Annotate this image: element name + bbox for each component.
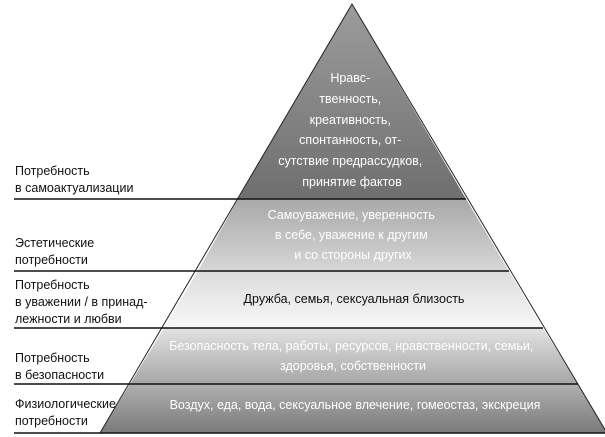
tier-text-physiological: Воздух, еда, вода, сексуальное влечение,… [170, 398, 541, 412]
tier-shape-self-actualization [238, 4, 466, 199]
label-self-actualization: Потребность в самоактуализации [15, 164, 133, 195]
tier-text-safety: Безопасность тела, работы, ресурсов, нра… [169, 339, 537, 373]
tier-shape-aesthetic [198, 199, 509, 271]
tier-shape-safety [130, 328, 578, 384]
tier-shape-esteem-belonging [164, 271, 543, 328]
pyramid-outline [99, 3, 605, 434]
tier-shape-physiological [100, 384, 605, 433]
tier-text-self-actualization: Нравс- твенность, креативность, спонтанн… [278, 71, 426, 189]
label-physiological: Физиологические потребности [15, 397, 119, 428]
label-aesthetic: Эстетические потребности [15, 236, 98, 267]
tier-text-aesthetic: Самоуважение, уверенность в себе, уважен… [268, 208, 439, 262]
label-safety: Потребность в безопасности [15, 351, 104, 382]
label-esteem-belonging: Потребность в уважении / в принад- лежно… [15, 278, 151, 326]
tier-text-esteem-belonging: Дружба, семья, сексуальная близость [244, 292, 465, 306]
